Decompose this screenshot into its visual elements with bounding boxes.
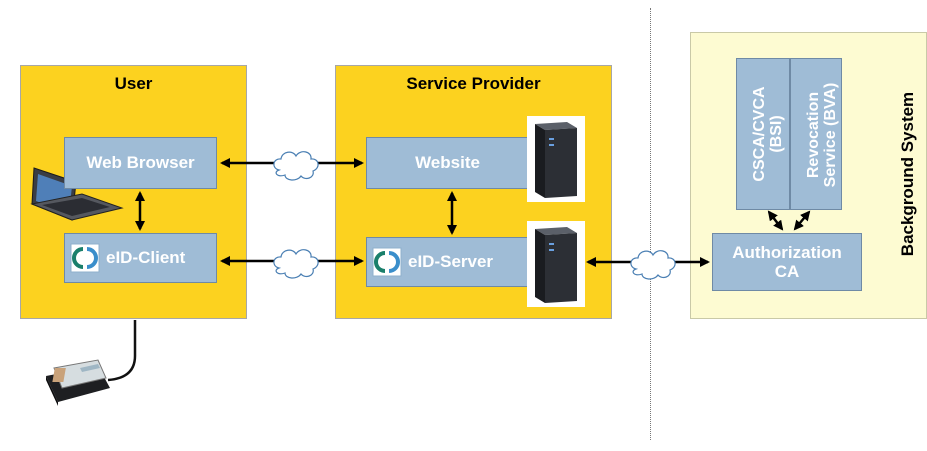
eid-logo-icon xyxy=(372,247,402,277)
id-card-reader-icon xyxy=(46,320,137,406)
cloud-icon xyxy=(273,151,319,181)
website-label: Website xyxy=(415,153,480,172)
revocation-service-box: Revocation Service (BVA) xyxy=(790,58,842,210)
web-browser-label: Web Browser xyxy=(86,153,195,172)
eid-client-label: eID-Client xyxy=(106,248,186,267)
service-provider-zone-title: Service Provider xyxy=(406,74,541,93)
authorization-ca-label-line1: Authorization xyxy=(732,243,842,262)
authorization-ca-box: Authorization CA xyxy=(712,233,862,291)
cloud-icon xyxy=(630,250,676,280)
eid-logo-icon xyxy=(70,243,100,273)
server-icon xyxy=(527,116,585,202)
eid-server-box: eID-Server xyxy=(366,237,529,287)
website-box: Website xyxy=(366,137,529,189)
server-icon xyxy=(527,221,585,307)
eid-client-box: eID-Client xyxy=(64,233,217,283)
cloud-icon xyxy=(273,249,319,279)
revocation-authorization-arrow xyxy=(793,210,811,231)
user-zone-title: User xyxy=(114,74,153,93)
dotted-divider xyxy=(650,8,651,440)
authorization-ca-label-line2: CA xyxy=(774,262,800,281)
csca-authorization-arrow xyxy=(767,210,784,231)
web-browser-box: Web Browser xyxy=(64,137,217,189)
eid-server-label: eID-Server xyxy=(408,252,494,271)
csca-cvca-box: CSCA/CVCA (BSI) xyxy=(736,58,790,210)
